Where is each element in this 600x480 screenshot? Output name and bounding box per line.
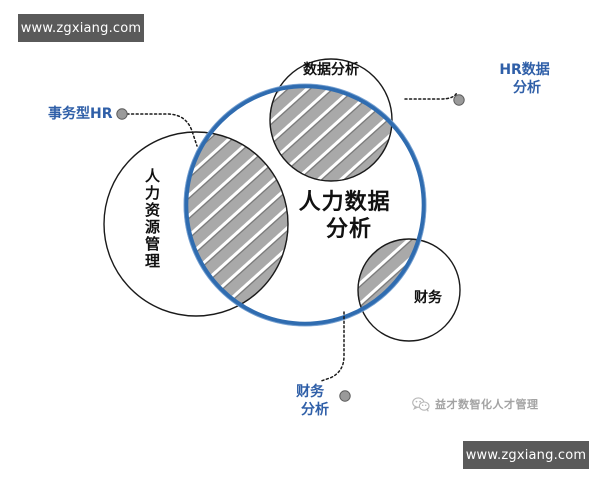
wechat-icon xyxy=(412,396,430,412)
set-label-hr-management: 人力资源管理 xyxy=(143,168,161,270)
set-label-data-analysis: 数据分析 xyxy=(303,61,359,78)
leader-lines xyxy=(126,91,458,382)
watermark-top: www.zgxiang.com xyxy=(18,14,144,42)
leader-dots xyxy=(116,94,465,402)
watermark-bottom: www.zgxiang.com xyxy=(463,441,589,469)
set-circle-hr-management xyxy=(103,131,289,317)
set-circle-data-analysis xyxy=(269,58,393,182)
callout-financial-analysis[interactable]: 财务 分析 xyxy=(295,383,329,418)
brand-watermark-text: 益才数智化人才管理 xyxy=(435,398,539,411)
set-label-finance: 财务 xyxy=(413,289,443,306)
center-label: 人力数据 分析 xyxy=(299,189,400,242)
callout-hr-data-analysis[interactable]: HR数据 分析 xyxy=(499,61,554,96)
brand-watermark: 益才数智化人才管理 xyxy=(412,396,539,412)
callout-transactional-hr[interactable]: 事务型HR xyxy=(48,105,113,122)
set-circle-finance xyxy=(357,238,461,342)
main-circle-highlight xyxy=(183,83,427,327)
main-circle xyxy=(183,83,427,327)
